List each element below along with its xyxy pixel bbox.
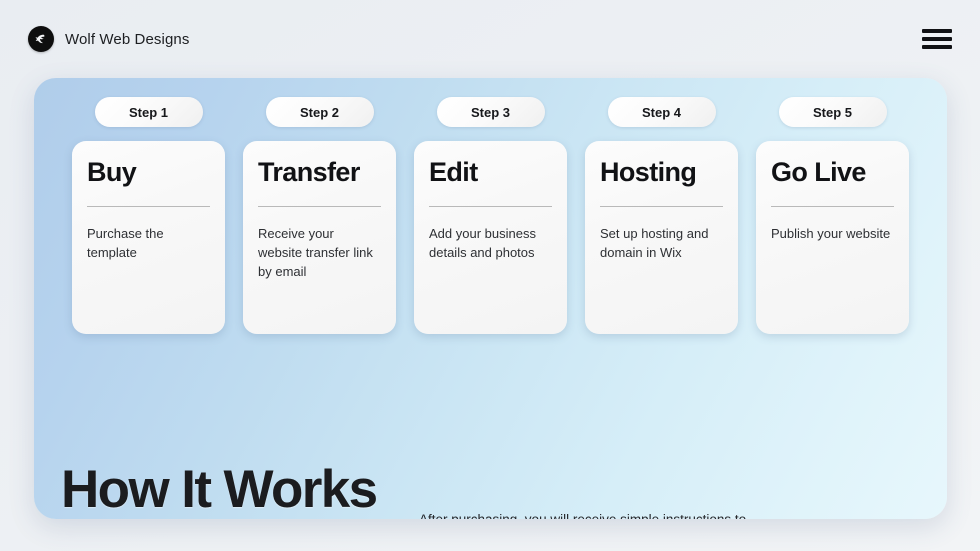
step-card-description-5: Publish your website <box>771 226 891 242</box>
step-pill-1[interactable]: Step 1 <box>94 97 203 127</box>
step-card-1[interactable]: Buy Purchase the template <box>72 141 225 334</box>
menu-bar-middle <box>922 37 952 41</box>
step-card-slot-5: Go Live Publish your website <box>747 141 918 334</box>
step-card-divider-5 <box>771 206 894 208</box>
step-pill-label-5: Step 5 <box>812 104 852 120</box>
step-card-divider-3 <box>429 206 552 208</box>
step-pill-slot-4: Step 4 <box>576 97 747 127</box>
brand-name: Wolf Web Designs <box>65 30 190 48</box>
step-pill-label-3: Step 3 <box>470 104 510 120</box>
site-header: Wolf Web Designs <box>0 0 980 78</box>
step-pill-5[interactable]: Step 5 <box>778 97 887 127</box>
step-pill-slot-2: Step 2 <box>234 97 405 127</box>
step-card-divider-1 <box>87 206 210 208</box>
menu-bar-top <box>922 29 952 33</box>
menu-bar-bottom <box>922 45 952 49</box>
step-pill-4[interactable]: Step 4 <box>607 97 716 127</box>
step-card-divider-2 <box>258 206 381 208</box>
step-card-4[interactable]: Hosting Set up hosting and domain in Wix <box>585 141 738 334</box>
hamburger-menu-icon[interactable] <box>922 27 952 51</box>
steps-card-row: Buy Purchase the template Transfer Recei… <box>63 141 918 334</box>
step-card-title-1: Buy <box>87 157 137 187</box>
step-pill-slot-5: Step 5 <box>747 97 918 127</box>
step-card-description-1: Purchase the template <box>87 226 164 261</box>
step-pill-slot-3: Step 3 <box>405 97 576 127</box>
step-card-2[interactable]: Transfer Receive your website transfer l… <box>243 141 396 334</box>
brand[interactable]: Wolf Web Designs <box>28 26 189 52</box>
step-card-3[interactable]: Edit Add your business details and photo… <box>414 141 567 334</box>
step-pill-3[interactable]: Step 3 <box>436 97 545 127</box>
step-card-description-4: Set up hosting and domain in Wix <box>600 226 709 261</box>
step-pill-slot-1: Step 1 <box>63 97 234 127</box>
step-card-title-2: Transfer <box>258 157 360 187</box>
step-pill-2[interactable]: Step 2 <box>265 97 374 127</box>
step-card-title-3: Edit <box>429 157 478 187</box>
wolf-logo-icon <box>28 26 54 52</box>
step-card-title-4: Hosting <box>600 157 697 187</box>
hero-heading: How It Works <box>61 460 378 519</box>
step-card-title-5: Go Live <box>771 157 866 187</box>
step-card-slot-4: Hosting Set up hosting and domain in Wix <box>576 141 747 334</box>
step-card-slot-2: Transfer Receive your website transfer l… <box>234 141 405 334</box>
step-card-slot-1: Buy Purchase the template <box>63 141 234 334</box>
step-pill-label-4: Step 4 <box>641 104 681 120</box>
step-card-divider-4 <box>600 206 723 208</box>
hero-bottom-section: How It Works After purchasing, you will … <box>34 408 947 519</box>
steps-pill-row: Step 1 Step 2 Step 3 Step 4 Step 5 <box>63 97 918 127</box>
step-pill-label-1: Step 1 <box>128 104 168 120</box>
step-card-description-3: Add your business details and photos <box>429 226 536 261</box>
step-card-5[interactable]: Go Live Publish your website <box>756 141 909 334</box>
step-pill-label-2: Step 2 <box>299 104 339 120</box>
step-card-description-2: Receive your website transfer link by em… <box>258 226 373 280</box>
step-card-slot-3: Edit Add your business details and photo… <box>405 141 576 334</box>
hero-panel: Step 1 Step 2 Step 3 Step 4 Step 5 <box>34 78 947 519</box>
hero-copy: After purchasing, you will receive simpl… <box>419 510 764 519</box>
